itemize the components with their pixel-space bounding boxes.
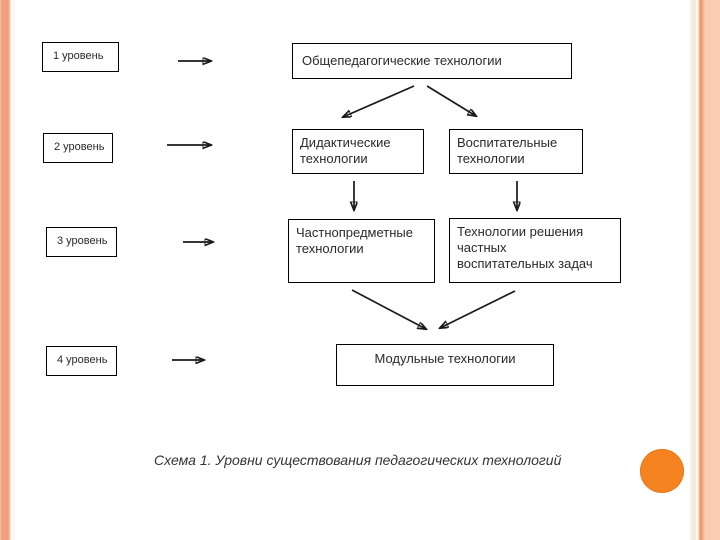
node-upbringing-technologies: Воспитательные технологии <box>449 129 583 174</box>
orange-circle-decoration <box>640 449 684 493</box>
level-3-label: 3 уровень <box>57 235 108 248</box>
level-3-box: 3 уровень <box>46 227 117 257</box>
arrow-tasks-to-modular <box>440 290 516 328</box>
left-edge-stripe-decoration <box>0 0 16 540</box>
node-particular-upbringing-tasks-technologies: Технологии решения частных воспитательны… <box>449 218 621 283</box>
level-4-label: 4 уровень <box>57 354 108 367</box>
level-1-box: 1 уровень <box>42 42 119 72</box>
arrow-subject-to-modular <box>351 289 426 329</box>
right-edge-stripe-decoration <box>686 0 720 540</box>
caption: Схема 1. Уровни существования педагогиче… <box>154 452 562 468</box>
node-modular-technologies: Модульные технологии <box>336 344 554 386</box>
level-4-box: 4 уровень <box>46 346 117 376</box>
level-2-box: 2 уровень <box>43 133 113 163</box>
node-subject-specific-technologies: Частнопредметные технологии <box>288 219 435 283</box>
level-2-label: 2 уровень <box>54 141 105 154</box>
arrow-top-to-didactic <box>343 85 415 117</box>
node-top-label: Общепедагогические технологии <box>302 53 502 69</box>
arrow-top-to-upbringing <box>426 85 476 116</box>
node-general-pedagogical-technologies: Общепедагогические технологии <box>292 43 572 79</box>
node-didactic-technologies: Дидактические технологии <box>292 129 424 174</box>
level-1-label: 1 уровень <box>53 50 104 63</box>
